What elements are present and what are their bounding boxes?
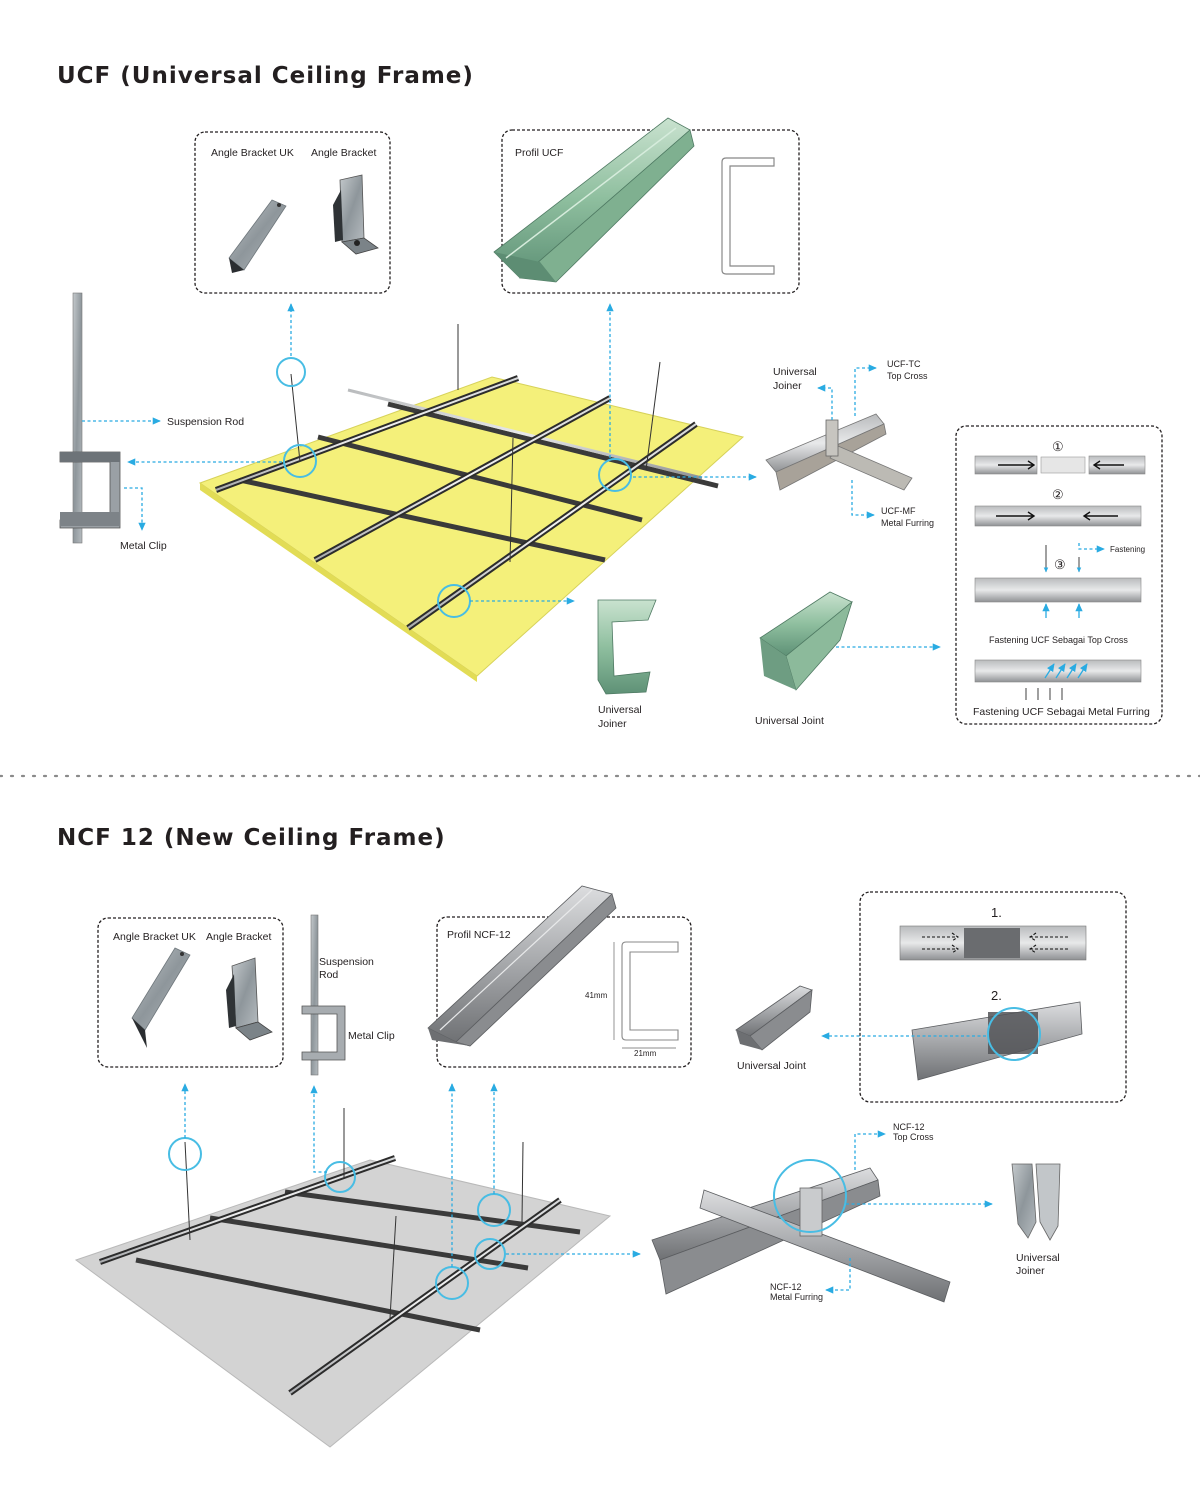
ucf-joiner-detail-image (765, 413, 913, 491)
ncf-top-cross-label-2: Top Cross (893, 1132, 934, 1142)
ncf-profil-image (427, 885, 617, 1047)
ncf-dim-height: 41mm (585, 991, 608, 1000)
ucf-angle-bracket-uk-label: Angle Bracket UK (211, 147, 294, 159)
ncf-bracket-box (97, 917, 284, 1068)
ucf-universal-joiner-top-label-1: Universal (773, 366, 817, 378)
ucf-joiner-highlight (598, 458, 632, 492)
ucf-step-2-number: ② (1052, 487, 1064, 502)
ucf-clip-highlight (283, 444, 317, 478)
ncf-joint-box (859, 891, 1127, 1103)
ucf-step-1-number: ① (1052, 439, 1064, 454)
ucf-arrow-metal-furring (851, 480, 875, 519)
ncf-universal-joiner-label-2: Joiner (1016, 1265, 1045, 1277)
ucf-bracket-box (194, 131, 391, 294)
ncf-metal-clip-label: Metal Clip (348, 1030, 395, 1042)
ucf-suspension-rod-label: Suspension Rod (167, 416, 244, 428)
ncf-clip-highlight (324, 1161, 356, 1193)
ucf-universal-joiner-label-2: Joiner (598, 718, 627, 730)
ncf-arrow-top-cross (854, 1130, 886, 1170)
ncf-title: NCF 12 (New Ceiling Frame) (57, 825, 446, 851)
ucf-profil-label: Profil UCF (515, 147, 563, 159)
ncf-cross-detail-image (651, 1167, 951, 1303)
ncf-angle-bracket-label: Angle Bracket (206, 931, 271, 943)
ncf-angle-bracket-image (226, 957, 273, 1041)
ncf-universal-joiner-image (1011, 1163, 1061, 1241)
ucf-universal-joint-label: Universal Joint (755, 715, 824, 727)
ucf-top-cross-label-1: UCF-TC (887, 359, 921, 369)
ncf-angle-bracket-uk-image (131, 947, 191, 1048)
ucf-ceiling-board (198, 376, 745, 682)
ncf-metal-furring-label-1: NCF-12 (770, 1282, 802, 1292)
ucf-arrow-metal-clip (124, 487, 146, 531)
ncf-universal-joiner-label-1: Universal (1016, 1252, 1060, 1264)
ucf-profil-image (493, 117, 695, 283)
ucf-universal-joint-image (759, 591, 853, 691)
ucf-metal-furring-label-1: UCF-MF (881, 506, 916, 516)
ucf-fastening-metal-furring-label: Fastening UCF Sebagai Metal Furring (973, 706, 1150, 718)
ncf-step-1-image (899, 925, 1087, 961)
ncf-top-cross-label-1: NCF-12 (893, 1122, 925, 1132)
ncf-step-1-number: 1. (991, 905, 1002, 920)
ucf-metal-furring-label-2: Metal Furring (881, 518, 934, 528)
ucf-profil-box (501, 129, 800, 294)
ncf-universal-joint-image (735, 985, 813, 1051)
ucf-angle-bracket-image (333, 174, 379, 255)
ucf-universal-joiner-image (597, 599, 657, 695)
ncf-cross-highlight (773, 1159, 847, 1233)
ucf-suspension-rod-image (72, 292, 83, 544)
ucf-frame-grid (214, 324, 719, 631)
ncf-universal-joint-label: Universal Joint (737, 1060, 806, 1072)
ucf-step-2: ② (974, 487, 1142, 527)
ucf-fastening-box (955, 425, 1163, 725)
ucf-step-3-number: ③ (1054, 557, 1066, 572)
ucf-arrow-top-cross (854, 364, 877, 416)
ucf-metal-clip-image (59, 451, 121, 529)
ncf-angle-bracket-uk-label: Angle Bracket UK (113, 931, 196, 943)
ncf-suspension-rod-label-1: Suspension (319, 956, 374, 968)
ncf-arrow-clip (310, 1085, 327, 1173)
ucf-angle-bracket-label: Angle Bracket (311, 147, 376, 159)
ucf-step-4: Fastening UCF Sebagai Metal Furring (973, 659, 1150, 718)
ncf-dim-width: 21mm (634, 1049, 657, 1058)
ucf-metal-clip-label: Metal Clip (120, 540, 167, 552)
ucf-profil-section-drawing (721, 157, 775, 275)
ncf-profil-label: Profil NCF-12 (447, 929, 511, 941)
ncf-suspension-rod-image (310, 914, 319, 1076)
ncf-step-2-number: 2. (991, 988, 1002, 1003)
ucf-fastening-note: Fastening (1110, 545, 1145, 554)
ucf-step-1: ① (974, 439, 1146, 475)
ncf-profil-section-drawing (613, 941, 679, 1049)
ucf-title: UCF (Universal Ceiling Frame) (57, 63, 474, 89)
ncf-joiner-highlight (474, 1238, 506, 1270)
ncf-metal-clip-image (301, 1005, 346, 1061)
ucf-step-3: ③ Fastening Fastening UCF Sebagai Top Cr… (974, 543, 1145, 645)
ucf-arrow-universal-joiner-top (817, 384, 833, 420)
ncf-metal-furring-label-2: Metal Furring (770, 1292, 823, 1302)
ncf-suspension-rod-label-2: Rod (319, 969, 338, 981)
ncf-step-2-highlight (987, 1007, 1041, 1061)
ucf-angle-bracket-uk-image (228, 199, 287, 273)
ucf-top-cross-label-2: Top Cross (887, 371, 928, 381)
ncf-step-2-image (911, 1001, 1083, 1081)
ncf-frame-grid (99, 1108, 581, 1396)
ucf-hanger-highlight (276, 357, 306, 387)
ucf-universal-joiner-label-1: Universal (598, 704, 642, 716)
ucf-universal-joiner-top-label-2: Joiner (773, 380, 802, 392)
ucf-fastening-top-cross-label: Fastening UCF Sebagai Top Cross (989, 635, 1128, 645)
